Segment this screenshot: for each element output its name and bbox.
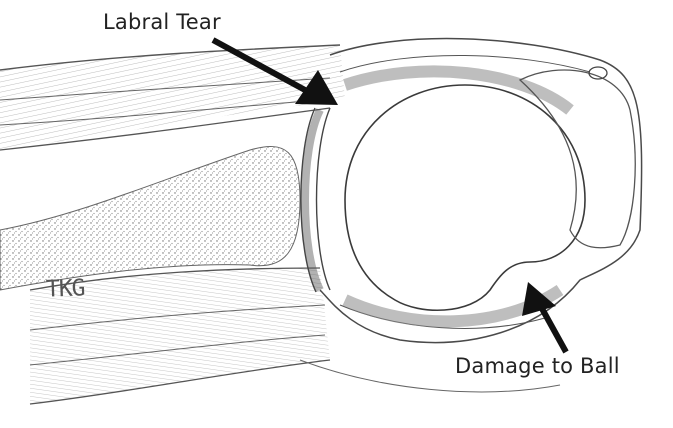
acetabulum-socket <box>301 108 330 292</box>
femoral-head <box>345 85 585 310</box>
damage-to-ball-label: Damage to Ball <box>455 354 620 378</box>
artist-initials: TKG <box>46 275 85 302</box>
upper-muscle <box>0 45 345 150</box>
labral-tear-label: Labral Tear <box>103 10 221 34</box>
